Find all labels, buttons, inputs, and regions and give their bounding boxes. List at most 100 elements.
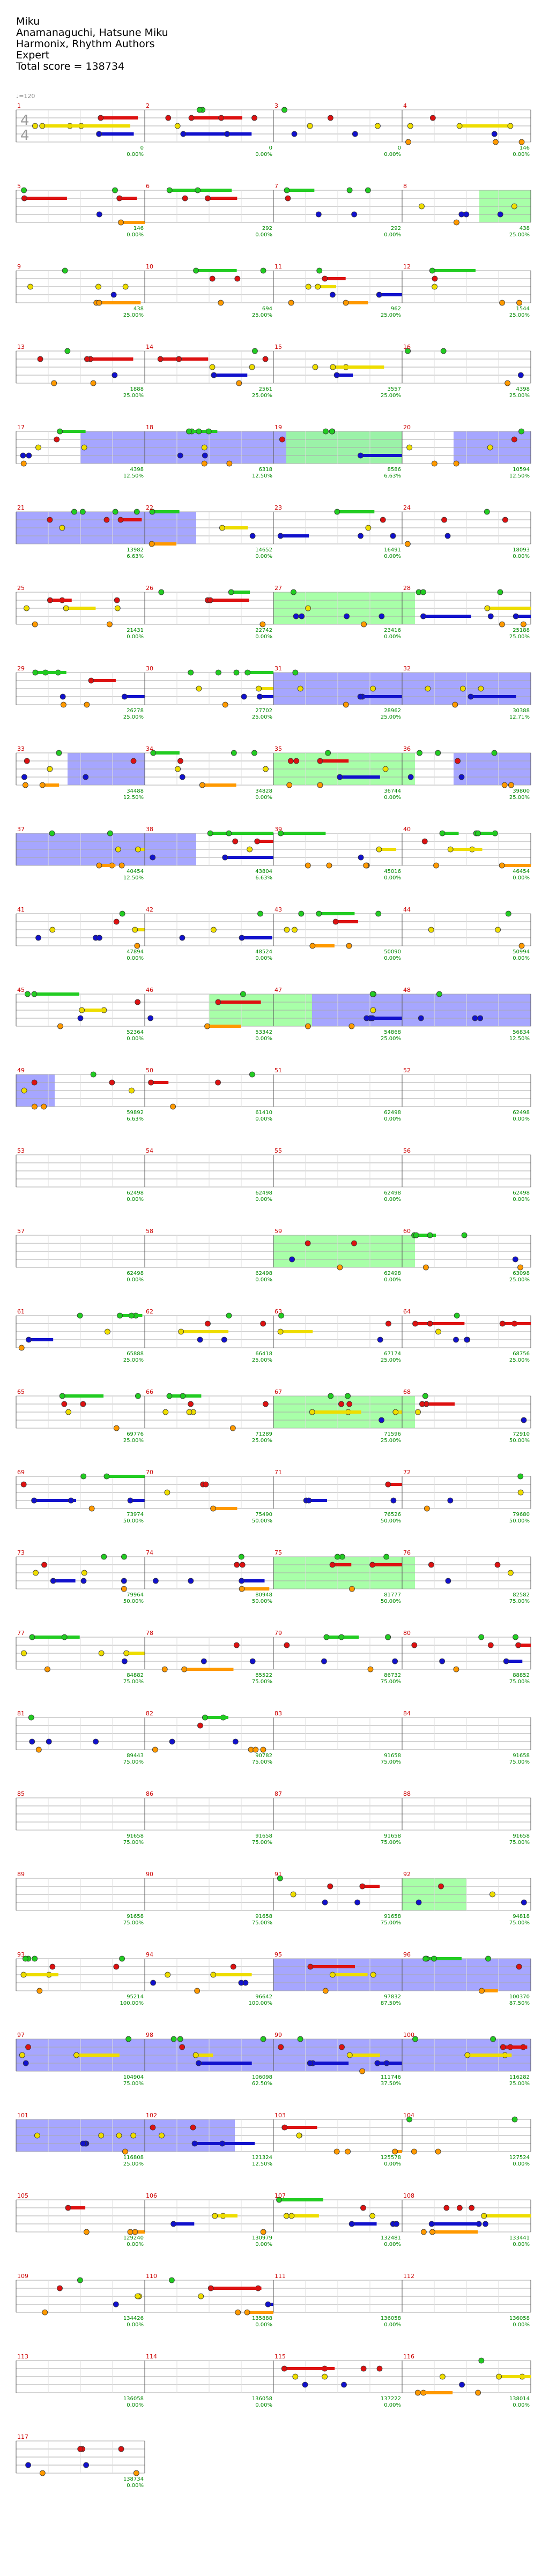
measure-score: 134426 bbox=[123, 2316, 144, 2321]
note-gem bbox=[292, 2373, 299, 2380]
note-gem bbox=[263, 766, 269, 772]
measure-number: 68 bbox=[403, 1388, 411, 1395]
overdrive-percent: 62.50% bbox=[252, 2081, 272, 2087]
note-gem bbox=[502, 517, 508, 523]
measure-3 bbox=[273, 107, 403, 143]
measure-score: 116282 bbox=[509, 2074, 530, 2080]
note-gem bbox=[277, 533, 284, 539]
overdrive-percent: 25.00% bbox=[381, 1438, 401, 1444]
sustain-note bbox=[484, 2214, 531, 2217]
note-gem bbox=[19, 2052, 25, 2058]
sustain-note bbox=[42, 783, 60, 787]
note-gem bbox=[422, 1955, 429, 1962]
note-gem bbox=[207, 2285, 214, 2291]
note-gem bbox=[96, 862, 102, 869]
measure-number: 59 bbox=[274, 1228, 282, 1235]
note-gem bbox=[517, 372, 524, 378]
note-gem bbox=[35, 444, 41, 451]
overdrive-percent: 0.00% bbox=[513, 152, 530, 158]
note-gem bbox=[201, 460, 207, 467]
note-gem bbox=[491, 131, 498, 137]
note-gem bbox=[433, 862, 439, 869]
sustain-note bbox=[152, 510, 180, 513]
note-gem bbox=[328, 1393, 334, 1399]
sustain-note bbox=[337, 374, 353, 377]
note-gem bbox=[230, 1963, 236, 1970]
note-gem bbox=[25, 2044, 31, 2050]
note-gem bbox=[427, 1320, 433, 1327]
measure-69 bbox=[16, 1473, 145, 1512]
note-gem bbox=[65, 1409, 72, 1415]
note-gem bbox=[239, 1562, 246, 1568]
measure-number: 45 bbox=[17, 987, 25, 994]
note-gem bbox=[20, 1481, 27, 1488]
measure-1 bbox=[16, 109, 145, 143]
measure-number: 66 bbox=[146, 1388, 153, 1395]
note-gem bbox=[346, 1401, 353, 1407]
sustain-note bbox=[210, 832, 239, 835]
note-gem bbox=[176, 356, 182, 362]
note-gem bbox=[346, 187, 353, 193]
measure-number: 37 bbox=[17, 826, 25, 833]
song-charter: Harmonix, Rhythm Authors bbox=[16, 38, 155, 50]
note-gem bbox=[405, 139, 411, 145]
sustain-note bbox=[211, 2287, 262, 2290]
note-gem bbox=[420, 613, 426, 619]
measure-number: 1 bbox=[17, 102, 21, 109]
note-gem bbox=[51, 380, 57, 386]
measure-score: 104904 bbox=[123, 2074, 144, 2080]
note-gem bbox=[174, 123, 181, 129]
measure-score: 23416 bbox=[384, 628, 401, 633]
note-gem bbox=[299, 613, 305, 619]
measure-number: 56 bbox=[403, 1147, 411, 1154]
note-gem bbox=[109, 1079, 115, 1086]
note-gem bbox=[369, 991, 376, 997]
sustain-note bbox=[119, 197, 137, 200]
overdrive-percent: 0.00% bbox=[513, 1116, 530, 1122]
note-gem bbox=[453, 460, 459, 467]
sustain-note bbox=[280, 1330, 313, 1333]
measure-score: 136058 bbox=[252, 2396, 272, 2402]
measure-number: 3 bbox=[274, 102, 278, 109]
note-gem bbox=[113, 1425, 120, 1431]
note-gem bbox=[390, 533, 396, 539]
measure-115 bbox=[273, 2360, 403, 2393]
note-gem bbox=[81, 444, 87, 451]
note-gem bbox=[64, 348, 71, 354]
note-gem bbox=[125, 2036, 132, 2042]
note-gem bbox=[80, 1578, 87, 1584]
note-gem bbox=[298, 910, 305, 917]
overdrive-percent: 50.00% bbox=[509, 1518, 530, 1524]
sustain-note bbox=[183, 132, 236, 136]
overdrive-percent: 50.00% bbox=[509, 1438, 530, 1444]
sustain-note bbox=[213, 374, 248, 377]
note-gem bbox=[157, 356, 164, 362]
sustain-note bbox=[423, 615, 471, 618]
measure-number: 95 bbox=[274, 1951, 282, 1958]
measure-score: 72910 bbox=[513, 1431, 530, 1437]
measure-87 bbox=[273, 1797, 403, 1831]
note-gem bbox=[212, 2213, 218, 2219]
measure-94 bbox=[144, 1958, 274, 1994]
note-gem bbox=[289, 1256, 295, 1263]
note-gem bbox=[244, 669, 251, 676]
note-gem bbox=[39, 123, 46, 129]
measure-number: 10 bbox=[146, 263, 153, 270]
measure-score: 94818 bbox=[513, 1914, 530, 1920]
measure-number: 106 bbox=[146, 2192, 157, 2199]
sustain-note bbox=[34, 1499, 77, 1502]
sustain-note bbox=[121, 221, 145, 224]
overdrive-percent: 100.00% bbox=[120, 2000, 144, 2006]
note-gem bbox=[286, 782, 293, 788]
note-gem bbox=[376, 2365, 383, 2372]
note-gem bbox=[385, 1320, 391, 1327]
measure-score: 36744 bbox=[384, 788, 401, 794]
note-gem bbox=[351, 211, 358, 218]
measure-number: 61 bbox=[17, 1308, 25, 1315]
measure-number: 74 bbox=[146, 1549, 153, 1556]
measure-number: 77 bbox=[17, 1630, 25, 1637]
overdrive-percent: 0.00% bbox=[255, 2402, 272, 2408]
note-gem bbox=[201, 444, 207, 451]
note-gem bbox=[162, 1409, 169, 1415]
sustain-note bbox=[124, 695, 145, 698]
